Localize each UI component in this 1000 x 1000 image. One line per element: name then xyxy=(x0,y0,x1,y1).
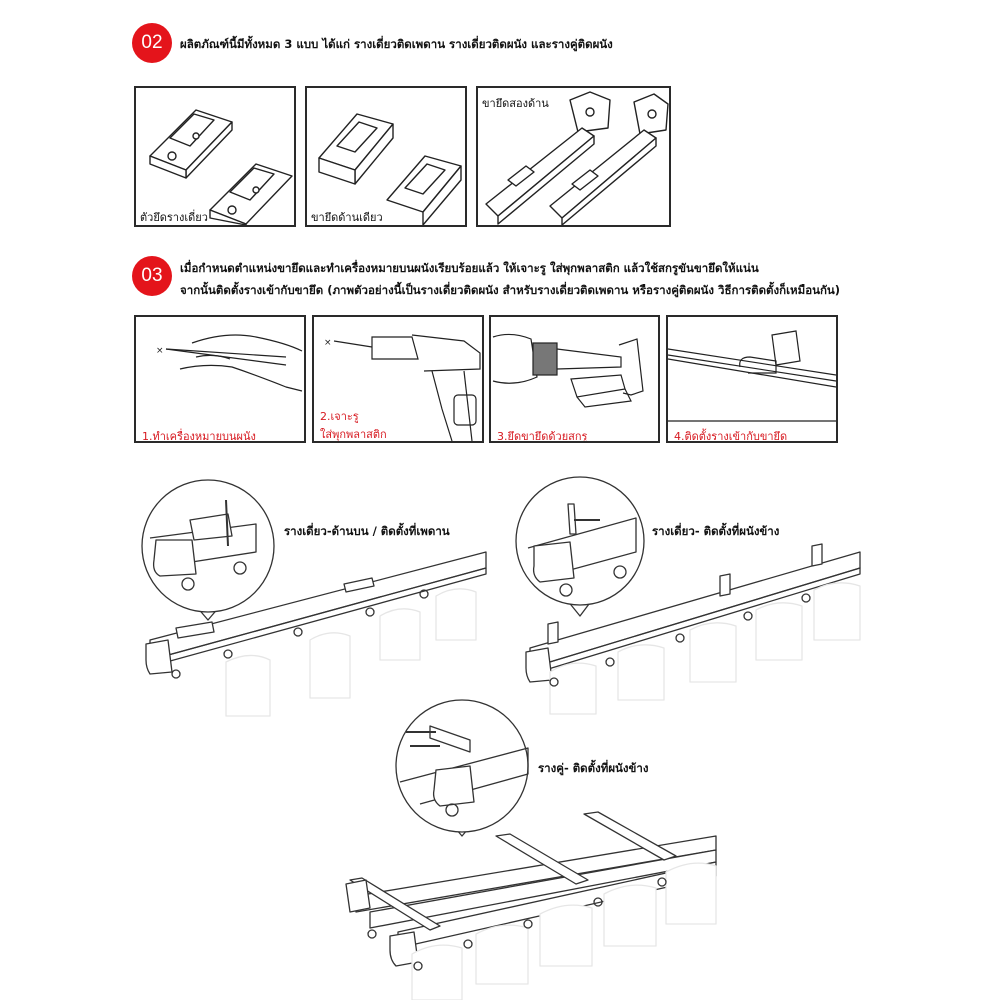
svg-text:×: × xyxy=(156,346,164,356)
bracket-panel-label: ตัวยึดรางเดี่ยว xyxy=(140,211,208,224)
double-rail-side-wall-illustration xyxy=(345,699,717,1000)
single-rail-side-wall-illustration xyxy=(515,476,861,715)
step-panel-attach-rail: 4.ติดตั้งรางเข้ากับขายึด xyxy=(666,315,838,443)
section-02-text: ผลิตภัณฑ์นี้มีทั้งหมด 3 แบบ ได้แก่ รางเด… xyxy=(180,37,613,51)
single-rail-ceiling-illustration xyxy=(141,479,487,717)
section-number-badge-02: 02 xyxy=(132,23,172,63)
section-number-badge-03: 03 xyxy=(132,256,172,296)
step-label-line-2: ใส่พุกพลาสติก xyxy=(320,428,387,441)
rail-label-double-side-wall: รางคู่- ติดตั้งที่ผนังข้าง xyxy=(538,761,649,775)
bracket-panel-label: ขายึดสองด้าน xyxy=(482,97,549,110)
step-label: 1.ทำเครื่องหมายบนผนัง xyxy=(142,430,256,443)
rail-label-single-side-wall: รางเดี่ยว- ติดตั้งที่ผนังข้าง xyxy=(652,524,780,538)
step-label: 3.ยึดขายึดด้วยสกรู xyxy=(497,430,588,443)
double-side-bracket-illustration xyxy=(485,91,669,225)
rail-attach-illustration xyxy=(668,330,836,422)
bracket-panel-label: ขายึดด้านเดียว xyxy=(311,211,383,224)
section-03-text-line-1: เมื่อกำหนดตำแหน่งขายึดและทำเครื่องหมายบน… xyxy=(180,261,759,275)
section-03-text-line-2: จากนั้นติดตั้งรางเข้ากับขายึด (ภาพตัวอย่… xyxy=(180,283,841,297)
bracket-panel-single-rail-clip: ตัวยึดรางเดี่ยว xyxy=(134,86,296,227)
bracket-panel-double-side-bracket: ขายึดสองด้าน xyxy=(476,86,671,227)
screwdriver-illustration xyxy=(492,333,644,408)
step-label: 4.ติดตั้งรางเข้ากับขายึด xyxy=(674,430,788,443)
step-label: 2.เจาะรู xyxy=(320,410,359,423)
step-panel-mark-wall: × 1.ทำเครื่องหมายบนผนัง xyxy=(134,315,306,443)
single-side-bracket-illustration xyxy=(318,113,462,225)
rail-label-single-ceiling: รางเดี่ยว-ด้านบน / ติดตั้งที่เพดาน xyxy=(284,524,450,538)
hand-pencil-illustration: × xyxy=(156,334,303,392)
step-panel-screw-bracket: 3.ยึดขายึดด้วยสกรู xyxy=(489,315,660,443)
single-rail-clip-illustration xyxy=(149,109,293,225)
drill-illustration: × xyxy=(324,334,481,441)
bracket-panel-single-side-bracket: ขายึดด้านเดียว xyxy=(305,86,467,227)
step-panel-drill: × 2.เจาะรู ใส่พุกพลาสติก xyxy=(312,315,484,443)
svg-text:×: × xyxy=(324,338,332,348)
